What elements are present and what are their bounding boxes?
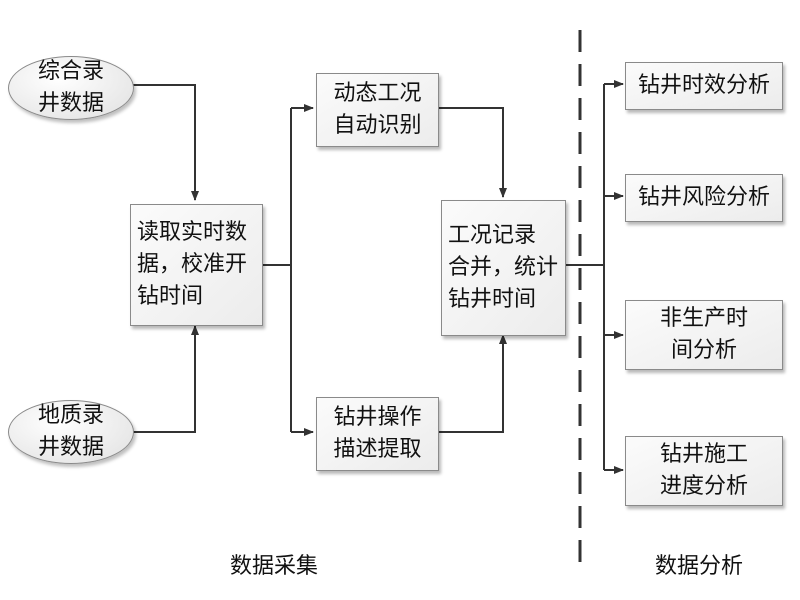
- node-progress-line1: 钻井施工: [659, 442, 748, 467]
- node-merge-statistics: 工况记录 合并，统计 钻井时间: [441, 200, 566, 336]
- node-recognition-line1: 动态工况: [333, 81, 422, 106]
- node-read-line1: 读取实时数: [137, 220, 248, 245]
- arrow-mud-to-read: [132, 84, 199, 201]
- section-label-collection: 数据采集: [230, 554, 319, 579]
- node-mud-logging-line1: 综合录: [37, 59, 104, 84]
- node-merge-line3: 钻井时间: [448, 287, 537, 312]
- node-merge-line2: 合并，统计: [448, 255, 559, 280]
- node-geo-logging-data: 地质录 井数据: [8, 400, 134, 464]
- node-read-realtime-data: 读取实时数 据，校准开 钻时间: [130, 204, 263, 326]
- node-merge-line1: 工况记录: [448, 223, 537, 248]
- node-extract-line2: 描述提取: [333, 437, 422, 462]
- node-risk-label: 钻井风险分析: [637, 185, 770, 210]
- arrow-recognition-to-merge: [438, 107, 507, 198]
- arrow-geo-to-read: [132, 325, 199, 433]
- node-mud-logging-line2: 井数据: [37, 91, 104, 116]
- node-progress-line2: 进度分析: [659, 474, 748, 499]
- node-time-efficiency-analysis: 钻井时效分析: [625, 62, 783, 110]
- node-recognition-line2: 自动识别: [333, 113, 422, 138]
- node-read-line3: 钻时间: [137, 284, 204, 309]
- node-npt-analysis: 非生产时 间分析: [625, 300, 783, 370]
- node-mud-logging-data: 综合录 井数据: [8, 56, 134, 120]
- node-extract-line1: 钻井操作: [333, 405, 422, 430]
- node-operation-extract: 钻井操作 描述提取: [316, 397, 439, 471]
- node-progress-analysis: 钻井施工 进度分析: [625, 436, 783, 506]
- node-condition-recognition: 动态工况 自动识别: [316, 73, 439, 147]
- node-geo-logging-line1: 地质录: [37, 403, 104, 428]
- node-npt-line2: 间分析: [670, 338, 737, 363]
- node-geo-logging-line2: 井数据: [37, 435, 104, 460]
- arrow-extract-to-merge: [438, 334, 507, 433]
- node-risk-analysis: 钻井风险分析: [625, 174, 783, 222]
- node-read-line2: 据，校准开: [137, 252, 248, 277]
- node-npt-line1: 非生产时: [659, 306, 748, 331]
- node-time-efficiency-label: 钻井时效分析: [637, 73, 770, 98]
- section-label-analysis: 数据分析: [655, 554, 744, 579]
